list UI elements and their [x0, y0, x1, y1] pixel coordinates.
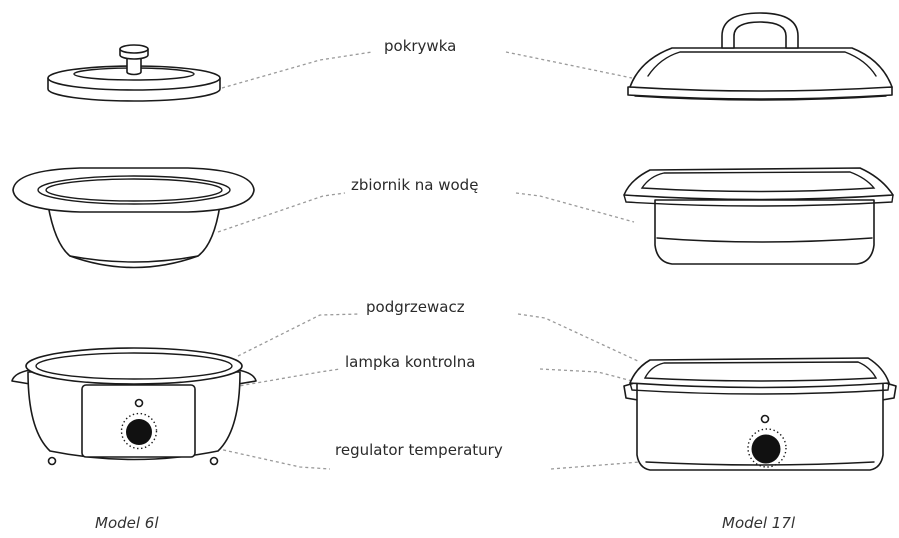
leader-tank-right	[515, 192, 635, 223]
label-indicator-lamp: lampka kontrolna	[345, 353, 476, 371]
leader-tank-left	[217, 192, 346, 233]
label-heater: podgrzewacz	[366, 298, 465, 316]
model-left-caption: Model 6l	[95, 514, 159, 532]
leader-lines	[139, 51, 763, 470]
leader-heater-left	[237, 313, 361, 357]
small-tank-illustration	[12, 167, 255, 269]
leader-lid-right	[505, 51, 633, 79]
leader-lid-left	[221, 51, 373, 89]
thermostat-dial-small	[120, 412, 158, 450]
leader-lamp-right	[539, 368, 763, 416]
leader-thermostat-left	[146, 432, 331, 470]
label-thermostat: regulator temperatury	[335, 441, 503, 459]
lamp-icon-large	[760, 414, 770, 424]
small-lid-illustration	[47, 44, 221, 102]
thermostat-dial-large	[747, 428, 787, 468]
large-lid-illustration	[627, 12, 893, 101]
label-lid: pokrywka	[384, 37, 457, 55]
leader-heater-right	[517, 313, 641, 363]
label-water-tank: zbiornik na wodę	[351, 176, 479, 194]
large-tank-illustration	[623, 167, 894, 265]
model-right-caption: Model 17l	[722, 514, 796, 532]
small-heater-illustration	[11, 347, 257, 466]
large-heater-illustration	[623, 357, 897, 471]
lamp-icon-small	[134, 398, 144, 408]
